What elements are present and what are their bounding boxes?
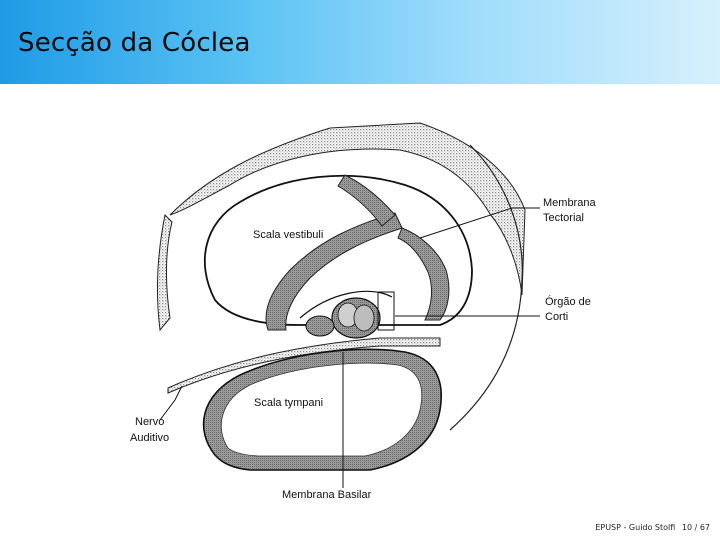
label-orgao-corti-1: Órgão de: [545, 295, 591, 308]
page-number: 10 / 67: [682, 523, 710, 532]
slide-footer: EPUSP - Guido Stolfi 10 / 67: [591, 523, 710, 532]
label-scala-vestibuli: Scala vestibuli: [253, 229, 323, 241]
label-orgao-corti-2: Corti: [545, 311, 568, 323]
outer-wall-left: [158, 215, 172, 330]
footer-credit: EPUSP - Guido Stolfi: [595, 523, 675, 532]
label-membrana-tectorial-1: Membrana: [543, 197, 596, 209]
label-membrana-basilar: Membrana Basilar: [282, 489, 372, 501]
label-scala-tympani: Scala tympani: [254, 397, 323, 409]
label-membrana-tectorial-2: Tectorial: [543, 212, 584, 224]
label-nervo-2: Auditivo: [130, 432, 169, 444]
label-nervo-1: Nervo: [135, 416, 164, 428]
